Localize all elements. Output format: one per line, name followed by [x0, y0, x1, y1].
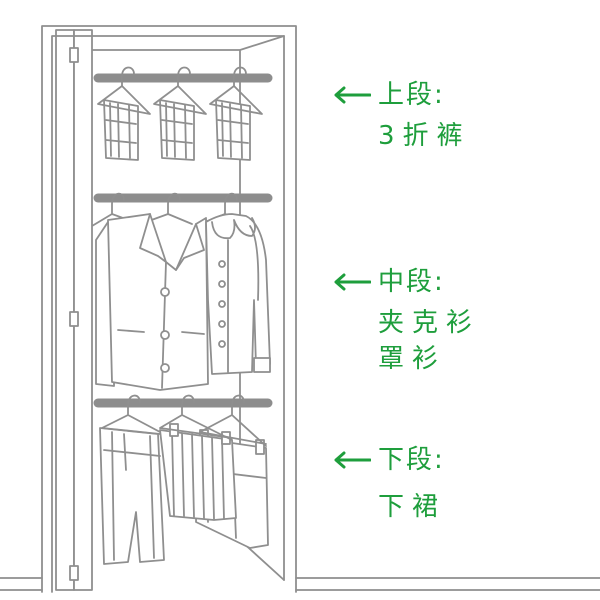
- section-lower: 下段: 下裙: [333, 445, 593, 525]
- section-heading: 上段:: [378, 80, 445, 110]
- blouse-button: [218, 260, 226, 268]
- section-heading-row: 下段:: [333, 445, 593, 475]
- section-heading-row: 上段:: [333, 80, 593, 110]
- blouse-button: [218, 280, 226, 288]
- blouse-button: [218, 340, 226, 348]
- section-labels: 上段: 3折裤 中段: 夹克衫 罩衫 下段:: [333, 0, 593, 600]
- floor-line: [0, 577, 600, 591]
- jacket: [95, 213, 209, 391]
- jacket-button: [160, 363, 170, 373]
- section-item: 下裙: [378, 492, 447, 522]
- door-hinge: [69, 565, 79, 581]
- trousers-long: [99, 427, 165, 565]
- blouse-button: [218, 320, 226, 328]
- section-middle: 中段: 夹克衫 罩衫: [333, 267, 593, 377]
- door-hinge: [69, 311, 79, 327]
- upper-garments: [97, 66, 263, 161]
- folded-trousers-hanger: [97, 66, 151, 161]
- blouse-cuff: [253, 357, 271, 373]
- left-arrow-icon: [334, 86, 371, 104]
- section-item: 3折裤: [378, 121, 471, 151]
- section-heading-row: 中段:: [333, 267, 593, 297]
- blouse: [205, 213, 271, 375]
- section-heading: 下段:: [378, 445, 445, 475]
- folded-trousers-hanger: [209, 66, 263, 161]
- hangers-lower: [101, 394, 267, 447]
- section-items: 夹克衫 罩衫: [333, 305, 593, 377]
- skirt-pleated: [159, 423, 237, 521]
- lower-garments: [99, 394, 269, 565]
- section-items: 下裙: [333, 489, 593, 525]
- folded-trousers-hanger: [153, 66, 207, 161]
- jacket-button: [160, 287, 170, 297]
- folding-door: [55, 29, 93, 591]
- section-heading: 中段:: [378, 267, 445, 297]
- door-hinge: [69, 47, 79, 63]
- section-upper: 上段: 3折裤: [333, 80, 593, 154]
- section-items: 3折裤: [333, 118, 593, 154]
- closet-frame: [41, 25, 297, 593]
- jacket-button: [160, 330, 170, 340]
- section-item: 夹克衫: [378, 308, 481, 338]
- left-arrow-icon: [334, 451, 371, 469]
- middle-garments: [91, 192, 271, 391]
- blouse-button: [218, 300, 226, 308]
- left-arrow-icon: [334, 273, 371, 291]
- section-item: 罩衫: [378, 344, 447, 374]
